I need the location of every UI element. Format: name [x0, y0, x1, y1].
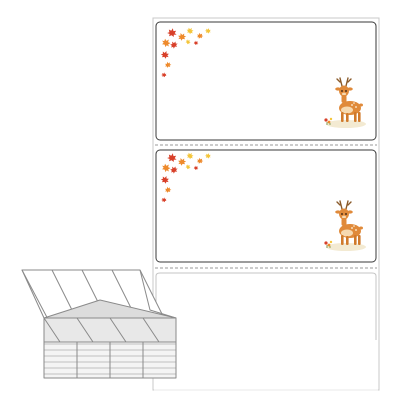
fanfold-stack — [21, 269, 177, 379]
label-2 — [155, 149, 377, 263]
label-3-partial — [155, 272, 377, 340]
label-1 — [155, 21, 377, 141]
